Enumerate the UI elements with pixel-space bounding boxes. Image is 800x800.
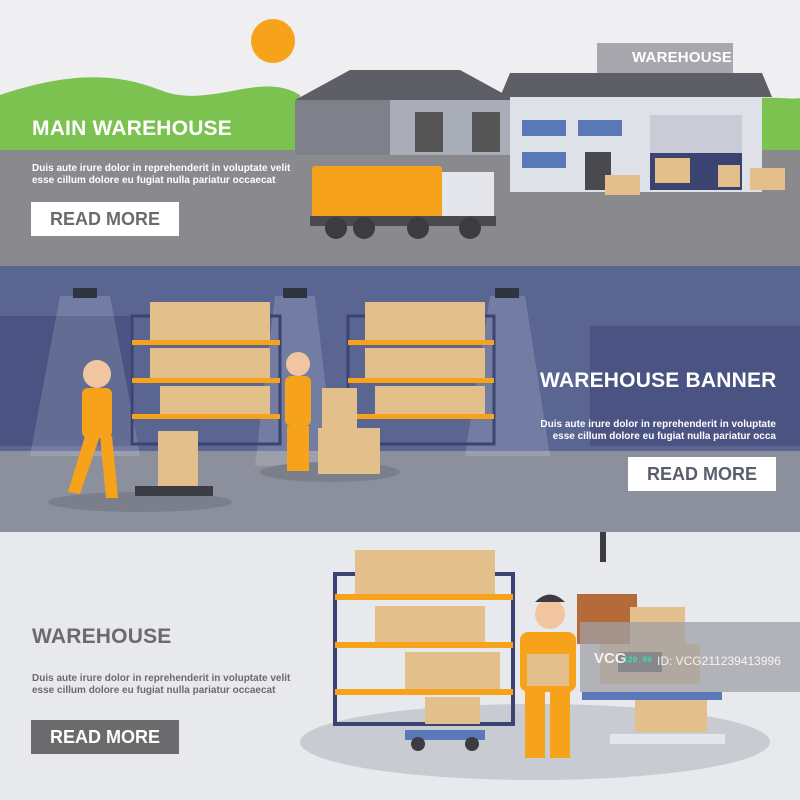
main-warehouse-banner: WAREHOUSE MAIN WAREHOUSE Duis aute irure… (0, 0, 800, 266)
worker-figure (68, 360, 118, 498)
hills (0, 77, 300, 150)
shelf-right (346, 302, 496, 446)
banner-title: WAREHOUSE BANNER (540, 369, 777, 392)
worker-figure (520, 594, 576, 758)
banner-title: MAIN WAREHOUSE (32, 117, 232, 140)
warehouse-storage-banner: VCG 120.00 ID: VCG211239413996 WAREHOUSE… (0, 532, 800, 800)
warehouse-sign: WAREHOUSE (632, 49, 733, 66)
warehouse-storage-illustration (300, 532, 800, 780)
read-more-button[interactable]: READ MORE (628, 457, 776, 491)
description-line: esse cillum dolore eu fugiat nulla paria… (32, 685, 276, 696)
scale-readout: 120.00 (623, 656, 652, 665)
description-line: esse cillum dolore eu fugiat nulla paria… (32, 175, 276, 186)
description-line: Duis aute irure dolor in reprehenderit i… (540, 419, 776, 430)
description-line: Duis aute irure dolor in reprehenderit i… (32, 673, 291, 684)
watermark-id: ID: VCG211239413996 (657, 654, 781, 668)
sun-icon (251, 19, 295, 63)
description-line: Duis aute irure dolor in reprehenderit i… (32, 163, 291, 174)
read-more-button[interactable]: READ MORE (31, 202, 179, 236)
watermark-logo: VCG (594, 650, 627, 667)
banner-description: Duis aute irure dolor in reprehenderit i… (540, 419, 776, 443)
description-line: esse cillum dolore eu fugiat nulla paria… (552, 431, 776, 442)
banner-description: Duis aute irure dolor in reprehenderit i… (32, 163, 290, 187)
watermark-band (580, 622, 800, 692)
warehouse-interior-illustration (0, 288, 800, 532)
shelf (333, 550, 515, 726)
banner-title: WAREHOUSE (32, 625, 172, 648)
banner-description: Duis aute irure dolor in reprehenderit i… (32, 673, 290, 697)
read-more-button[interactable]: READ MORE (31, 720, 179, 754)
shelf-left (130, 302, 282, 446)
warehouse-interior-banner: WAREHOUSE BANNER Duis aute irure dolor i… (0, 266, 800, 532)
truck (312, 166, 442, 218)
